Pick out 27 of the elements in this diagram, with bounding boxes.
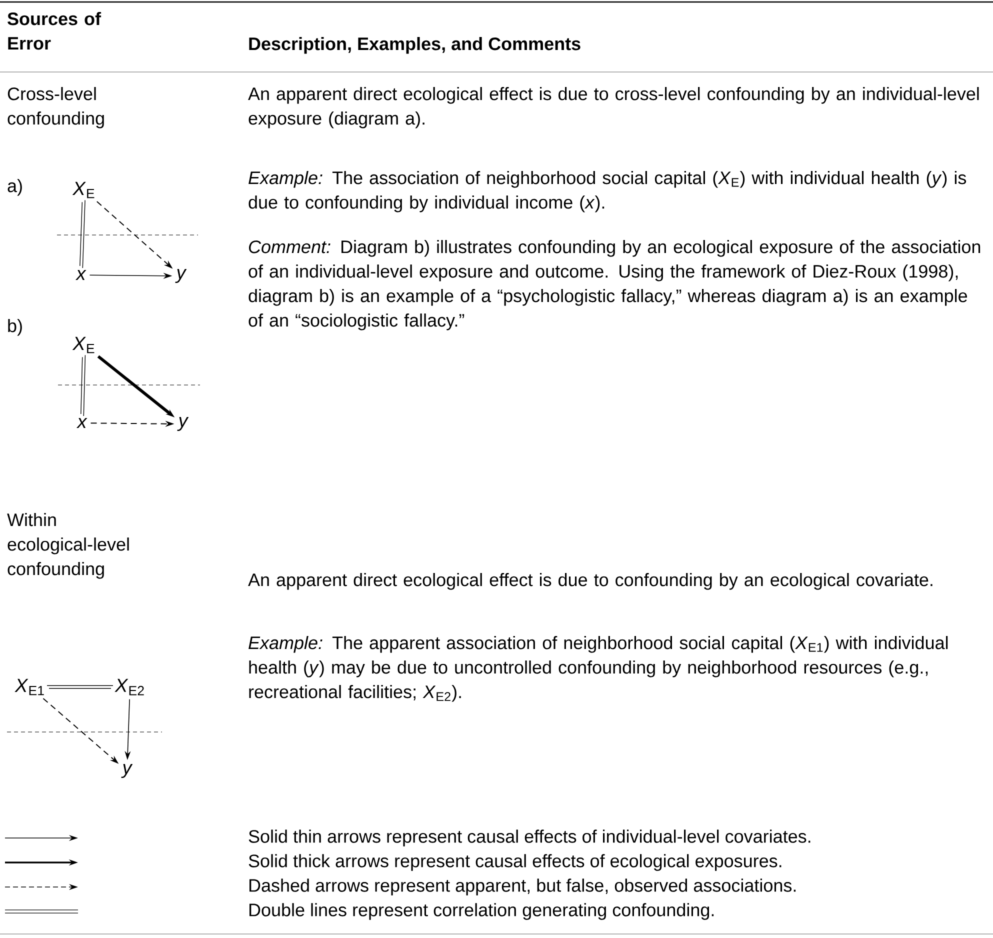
double-line	[80, 200, 86, 268]
legend-text: Double lines represent correlation generating confounding.	[249, 903, 714, 920]
description-text: An apparent direct ecological effect is due to cross-level confounding by an individual-level exposure (diagram a).	[248, 87, 979, 128]
double-line	[80, 354, 86, 416]
row-heading: Cross-level confounding	[8, 87, 104, 128]
comment-text: Comment: Diagram b) illustrates confounding by an ecological exposure of the association of an individual-level exposure and outcome. Using the framework of Diez-Roux (1998), diagram b) is an example of a “psychologistic fallacy,” whereas diagram a) is an example of an “sociologistic fallacy.”	[248, 240, 980, 330]
variable-label: X$_{E1}$	[14, 678, 44, 696]
variable-label: x	[76, 270, 86, 280]
variable-label: X$_{E}$	[72, 182, 94, 198]
column-heading: Description, Examples, and Comments	[249, 37, 580, 54]
diagram-letter: a)	[8, 179, 22, 196]
variable-label: x	[76, 418, 88, 428]
row-heading: Within ecological-level confounding	[7, 513, 129, 579]
legend-text: Solid thick arrows represent causal effects of ecological exposures.	[248, 854, 782, 871]
double-line	[46, 685, 114, 689]
example-text: Example: The association of neighborhood social capital (X$_{E}$) with individual health (y) is due to confounding by individual income (x).	[248, 171, 966, 212]
legend-text: Solid thin arrows represent causal effects of individual-level covariates.	[248, 830, 810, 846]
column-heading: Sources of Error	[8, 12, 102, 50]
legend-text: Dashed arrows represent apparent, but false, observed associations.	[249, 878, 796, 896]
variable-label: y	[121, 764, 133, 778]
description-text: An apparent direct ecological effect is due to confounding by an ecological covariate.	[248, 573, 932, 590]
variable-label: y	[177, 417, 189, 431]
variable-label: X$_{E2}$	[114, 678, 144, 696]
diagram-letter: b)	[8, 319, 22, 336]
variable-label: X$_{E}$	[72, 336, 94, 354]
variable-label: y	[175, 269, 187, 283]
example-text: Example: The apparent association of neighborhood social capital (X$_{E1}$) with individual health (y) may be due to uncontrolled confounding by neighborhood resources (e.g., recreational facilities; X$_{E2}$).	[248, 636, 948, 702]
